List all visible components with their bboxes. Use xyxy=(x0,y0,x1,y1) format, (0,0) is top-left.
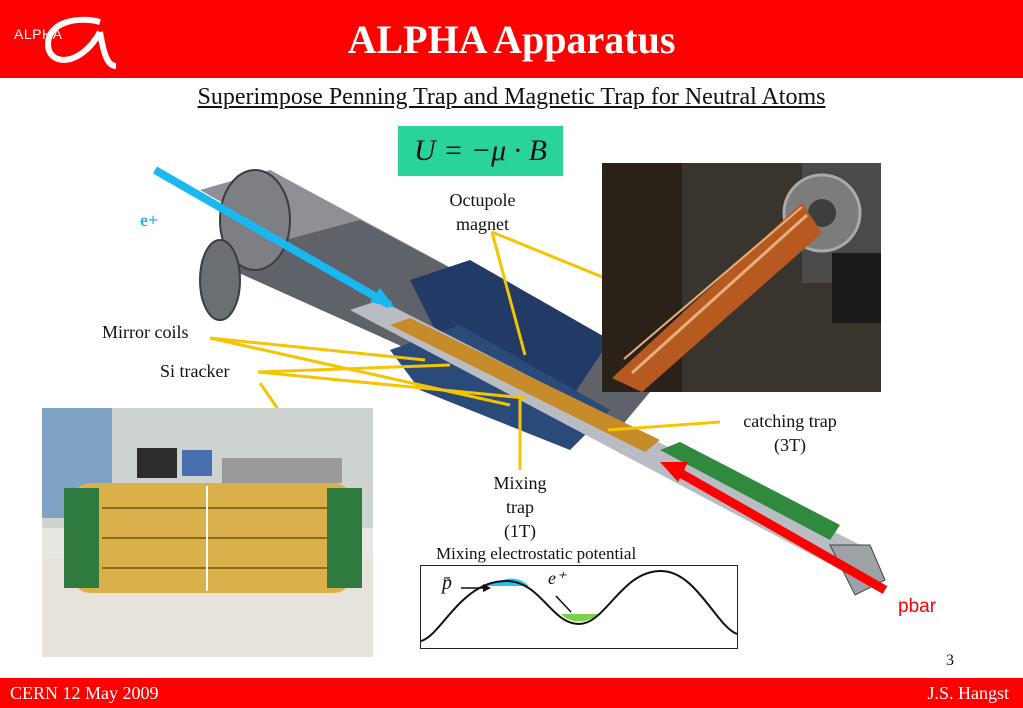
catching-trap-label: catching trap (3T) xyxy=(720,409,860,457)
potential-curve xyxy=(421,566,737,648)
mixing-trap-line2: trap xyxy=(480,495,560,519)
footer-date: CERN 12 May 2009 xyxy=(10,683,159,704)
octupole-photo xyxy=(602,163,881,392)
e-plus-symbol: e⁺ xyxy=(548,568,566,589)
potential-plot xyxy=(420,565,738,649)
catching-trap-line1: catching trap xyxy=(720,409,860,433)
flange-2 xyxy=(200,240,240,320)
si-tracker-photo-drawing xyxy=(42,408,373,657)
page-number: 3 xyxy=(946,652,954,670)
si-tracker-photo xyxy=(42,408,373,657)
mixing-trap-label: Mixing trap (1T) xyxy=(480,471,560,543)
octupole-magnet-label: Octupole magnet xyxy=(430,188,535,236)
mirror-coils-label: Mirror coils xyxy=(102,320,188,344)
slide-title: ALPHA Apparatus xyxy=(0,16,1023,63)
slide-subtitle: Superimpose Penning Trap and Magnetic Tr… xyxy=(0,84,1023,111)
catching-trap-line2: (3T) xyxy=(720,433,860,457)
octupole-label-line2: magnet xyxy=(430,212,535,236)
mixing-trap-line3: (1T) xyxy=(480,519,560,543)
footer-author: J.S. Hangst xyxy=(927,683,1009,704)
p-bar-symbol: p̄ xyxy=(442,572,452,595)
si-tracker-label: Si tracker xyxy=(160,359,229,383)
e-plus-label: e+ xyxy=(140,208,158,232)
potential-title: Mixing electrostatic potential xyxy=(436,544,636,564)
octupole-label-line1: Octupole xyxy=(430,188,535,212)
octupole-photo-drawing xyxy=(602,163,881,392)
mixing-trap-line1: Mixing xyxy=(480,471,560,495)
pbar-label: pbar xyxy=(898,596,936,618)
